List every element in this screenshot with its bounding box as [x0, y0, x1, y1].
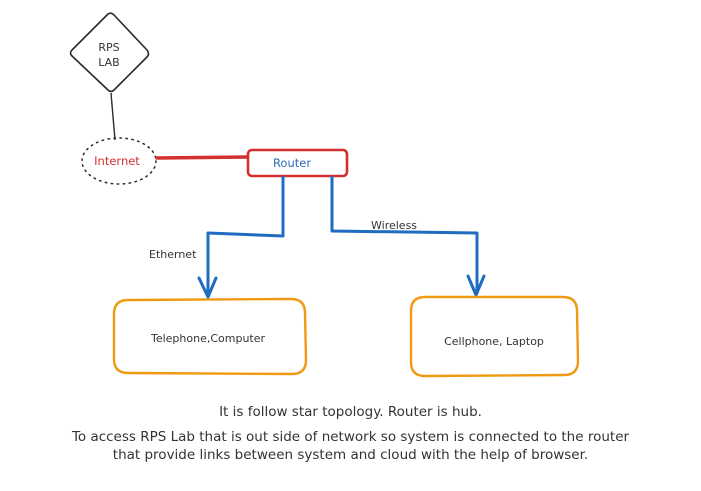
rps-lab-diamond [69, 12, 150, 93]
internet-cloud-ellipse [81, 137, 157, 185]
wired-devices-label: Telephone,Computer [150, 332, 266, 345]
lab-to-internet-line [110, 92, 116, 141]
ethernet-link: Ethernet [149, 175, 285, 299]
rps-lab-label-line2: LAB [98, 56, 119, 69]
wireless-link: Wireless [330, 175, 486, 297]
internet-node: Internet [81, 137, 157, 185]
ethernet-link-line [206, 175, 285, 296]
router-box [246, 148, 349, 178]
wireless-devices-label: Cellphone, Laptop [444, 335, 544, 348]
wireless-devices-box [409, 295, 580, 378]
wireless-arrowhead [466, 274, 486, 297]
rps-lab-node: RPS LAB [69, 12, 150, 93]
internet-router-link [155, 155, 250, 160]
ethernet-label: Ethernet [149, 248, 197, 261]
caption-line-1: It is follow star topology. Router is hu… [219, 404, 482, 420]
router-label: Router [273, 156, 311, 170]
wireless-link-line [330, 175, 479, 295]
caption-line-2: To access RPS Lab that is out side of ne… [71, 429, 630, 445]
wireless-devices-node: Cellphone, Laptop [409, 295, 580, 378]
rps-lab-label-line1: RPS [98, 41, 119, 54]
internet-label: Internet [94, 154, 140, 168]
router-node: Router [246, 148, 349, 178]
ethernet-arrowhead [197, 276, 218, 299]
wireless-label: Wireless [371, 219, 417, 232]
wired-devices-node: Telephone,Computer [112, 297, 308, 376]
caption-line-3: that provide links between system and cl… [112, 447, 589, 463]
wired-devices-box [112, 297, 308, 376]
